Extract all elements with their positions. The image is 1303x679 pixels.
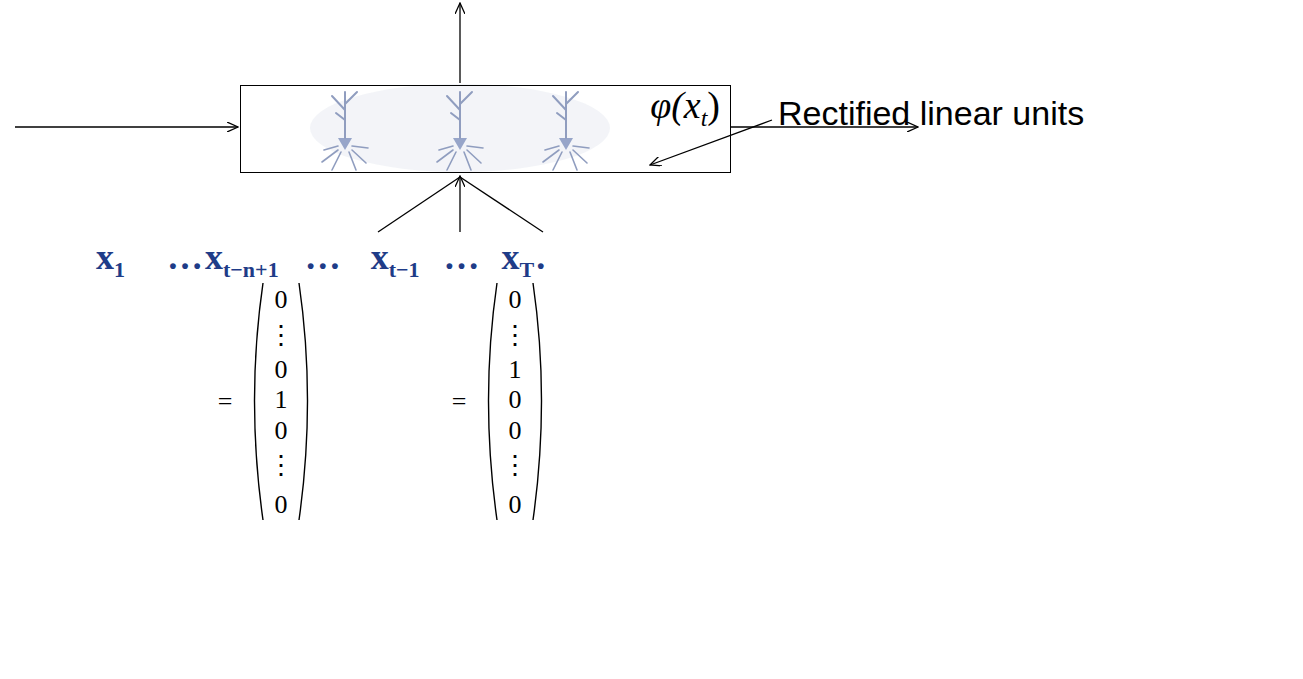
callout-label: Rectified linear units <box>778 94 1084 133</box>
vector-entry: 0 <box>509 287 522 313</box>
sequence-token: x <box>502 236 520 278</box>
activation-text: φ(x <box>650 84 701 126</box>
vector-entry: ⋮ <box>502 453 528 479</box>
vector-entry: 0 <box>275 357 288 383</box>
input-sequence: x1…xt−n+1…xt−1…xT. <box>96 236 545 278</box>
vector-entry: 1 <box>275 387 288 413</box>
vector-brackets <box>255 283 542 520</box>
activation-text: t <box>701 105 708 131</box>
vector-entry: 0 <box>275 418 288 444</box>
leader-line <box>650 120 772 165</box>
neuron-illustration <box>310 84 610 172</box>
activation-label: φ(xt) <box>650 86 720 126</box>
vector-entry: 0 <box>275 492 288 518</box>
subscript: t−n+1 <box>223 257 279 283</box>
layer-box: φ(xt) <box>240 85 731 173</box>
vector-entry: 0 <box>509 418 522 444</box>
sequence-token: … <box>167 236 203 278</box>
sequence-token: … <box>444 236 480 278</box>
sequence-token: x <box>96 236 114 278</box>
up-arrow <box>459 3 460 83</box>
sequence-token: … <box>305 236 341 278</box>
sequence-token: x <box>371 236 389 278</box>
equals-sign: = <box>218 389 233 415</box>
vector-entry: 0 <box>509 387 522 413</box>
input-arrow <box>459 176 460 232</box>
sequence-token: x <box>205 236 223 278</box>
input-arrow <box>15 126 238 127</box>
subscript: T <box>520 257 535 283</box>
sequence-token: . <box>536 236 545 278</box>
vector-entry: ⋮ <box>502 323 528 349</box>
vector-entry: 0 <box>275 287 288 313</box>
vector-entry: ⋮ <box>268 323 294 349</box>
subscript: t−1 <box>389 257 420 283</box>
vector-entry: 0 <box>509 492 522 518</box>
vector-entry: ⋮ <box>268 453 294 479</box>
equals-sign: = <box>452 389 467 415</box>
input-line <box>378 177 460 232</box>
subscript: 1 <box>114 257 125 283</box>
vector-entry: 1 <box>509 357 522 383</box>
activation-text: ) <box>707 84 720 126</box>
input-line <box>460 177 543 232</box>
